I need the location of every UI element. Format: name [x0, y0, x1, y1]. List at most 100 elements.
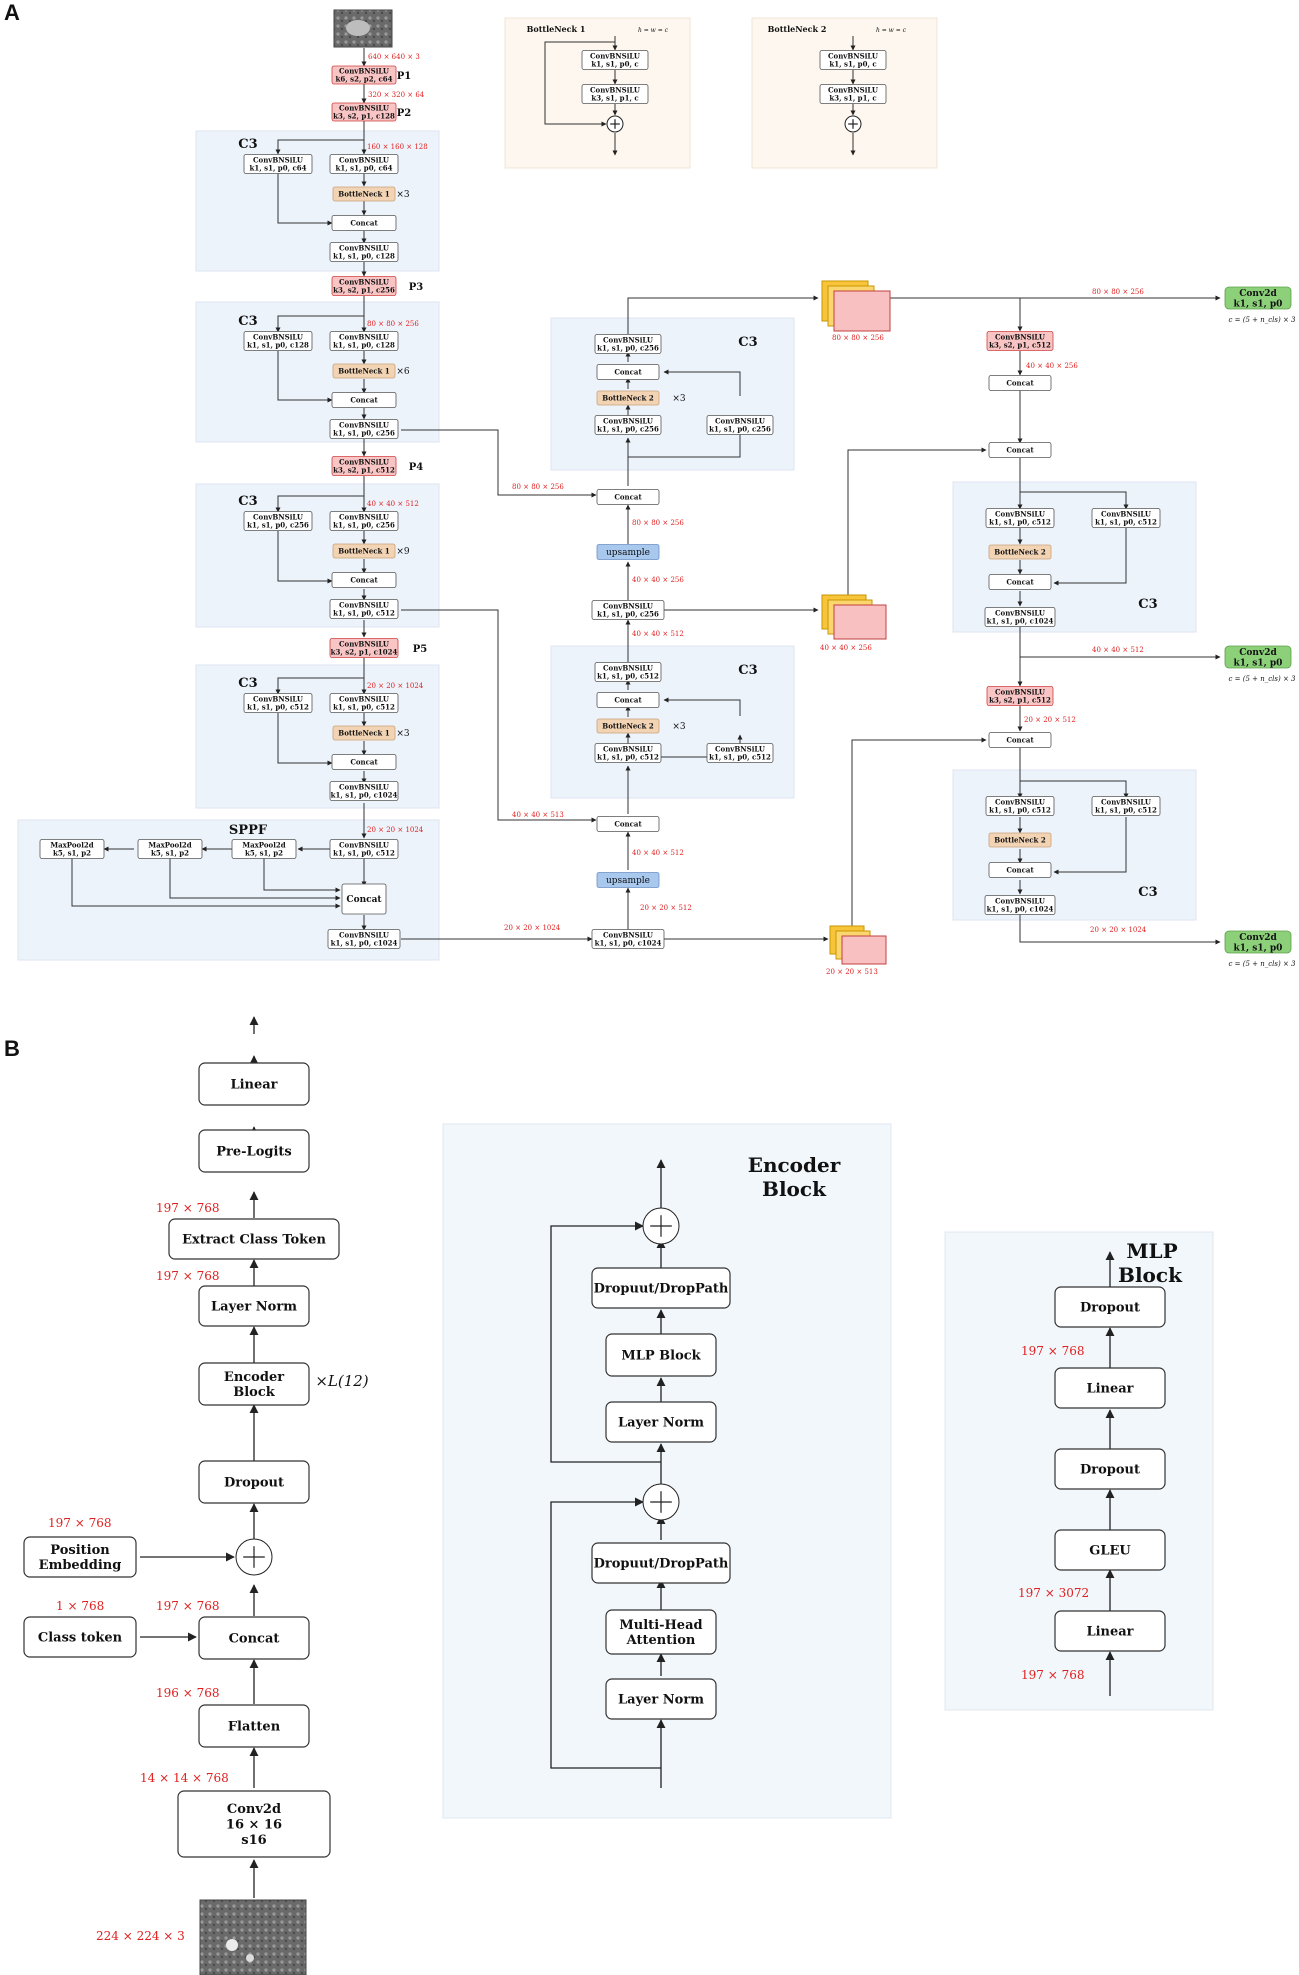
- encoder-multi-head-attention-frame: [605, 1609, 717, 1655]
- backbone-c3-3-bottleneck-frame: [332, 543, 396, 559]
- head-c3-a-out-conv-text: k1, s1, p0, c1024: [987, 617, 1054, 626]
- head-c3-a-left-conv-text: k1, s1, p0, c512: [989, 518, 1051, 527]
- backbone-c3-1-right-conv-frame: [329, 154, 399, 174]
- backbone-c3-3-left-conv-text: k1, s1, p0, c256: [247, 521, 309, 530]
- head-c3-a-right-conv-frame: [1091, 508, 1161, 528]
- bottleneck-2-conv1-text: k1, s1, p0, c: [829, 60, 876, 69]
- backbone-c3-3-out-conv-frame: [329, 599, 399, 619]
- panel-a-letter: A: [4, 0, 20, 25]
- sppf-concat: Concat: [341, 883, 387, 915]
- backbone-c3-1-concat-text: Concat: [350, 218, 378, 227]
- backbone-c3-4-concat-text: Concat: [350, 757, 378, 766]
- backbone-c3-2-bottleneck-text: BottleNeck 1: [338, 366, 390, 375]
- mlp-linear-2-frame: [1054, 1610, 1166, 1652]
- mlp-dropout-1-text: Dropout: [1080, 1301, 1140, 1316]
- neck-c3-mid-left-conv-text: k1, s1, p0, c512: [597, 753, 659, 762]
- encoder-multi-head-attention-text: Multi-Head: [619, 1618, 702, 1633]
- input-ct-image: [333, 9, 393, 48]
- sppf-maxpool-1-frame: [231, 839, 297, 859]
- bottleneck-1-conv2-text: k3, s1, p1, c: [591, 94, 638, 103]
- head-concat-1-frame: [988, 375, 1052, 391]
- neck-upsample-2-text: upsample: [606, 876, 650, 886]
- backbone-c3-4-right-conv-frame: [329, 693, 399, 713]
- sppf-in-conv-text: k1, s1, p0, c512: [333, 849, 395, 858]
- vit-flatten-frame: [198, 1704, 310, 1748]
- conv-p2-text: ConvBNSiLU: [339, 103, 389, 112]
- neck-concat-40: Concat: [596, 816, 660, 832]
- bottleneck-1-eq: h = w = c: [638, 27, 669, 34]
- backbone-c3-1-bottleneck: BottleNeck 1: [332, 186, 396, 202]
- backbone-c3-3-repeat: ×9: [396, 547, 410, 557]
- head-fmap-shape-80: 80 × 80 × 256: [832, 334, 884, 342]
- neck-c3-mid-right-conv-text: ConvBNSiLU: [715, 744, 765, 753]
- neck-shape-40-512: 40 × 40 × 512: [632, 630, 684, 638]
- neck-concat-40-frame: [596, 816, 660, 832]
- head-downsample-2-frame: [986, 686, 1054, 706]
- mlp-shape-hidden: 197 × 3072: [1018, 1586, 1089, 1600]
- neck-concat-80: Concat: [596, 489, 660, 505]
- neck-conv-256-frame: [591, 600, 665, 620]
- backbone-c3-1-bottleneck-text: BottleNeck 1: [338, 189, 390, 198]
- neck-c3-top-left-conv-frame: [594, 415, 662, 435]
- neck-c3-mid-concat-frame: [596, 692, 660, 708]
- neck-upsample-1: upsample: [596, 544, 660, 560]
- panel-b-letter: B: [4, 1036, 20, 1061]
- vit-layer-norm: Layer Norm: [198, 1285, 310, 1327]
- encoder-droppath-1: Dropuut/DropPath: [591, 1267, 731, 1309]
- backbone-c3-3-left-conv-frame: [243, 511, 313, 531]
- bottleneck-2-conv2-frame: [819, 84, 887, 104]
- vit-position-embedding-frame: [23, 1536, 137, 1578]
- vit-linear-text: Linear: [230, 1078, 277, 1093]
- mlp-dropout-2-frame: [1054, 1448, 1166, 1490]
- neck-c3-top-right-conv-text: k1, s1, p0, c256: [709, 425, 771, 434]
- neck-c3-mid-left-conv-text: ConvBNSiLU: [603, 744, 653, 753]
- head-c3-a-out-conv-frame: [984, 607, 1056, 627]
- backbone-c3-3-out-conv-text: k1, s1, p0, c512: [333, 609, 395, 618]
- neck-c3-mid-out-conv-text: ConvBNSiLU: [603, 663, 653, 672]
- encoder-droppath-2: Dropuut/DropPath: [591, 1542, 731, 1584]
- detect-head-2-eq: c = (5 + n_cls) × 3: [1229, 675, 1297, 683]
- encoder-layer-norm-2: Layer Norm: [605, 1678, 717, 1720]
- stage-label-p5: P5: [413, 644, 428, 655]
- backbone-c3-4-out-conv-text: ConvBNSiLU: [339, 782, 389, 791]
- backbone-c3-1-shape: 160 × 160 × 128: [367, 143, 428, 151]
- vit-pre-logits-frame: [198, 1129, 310, 1173]
- encoder-layer-norm-1-text: Layer Norm: [618, 1416, 704, 1431]
- encoder-mlp-block-text: MLP Block: [621, 1349, 701, 1364]
- vit-shape-layernorm: 197 × 768: [156, 1269, 220, 1283]
- feature-map-40: [821, 594, 887, 640]
- head-c3-a-concat-text: Concat: [1006, 577, 1034, 586]
- head-c3-b-left-conv-text: k1, s1, p0, c512: [989, 806, 1051, 815]
- head-c3-b-out-conv-text: ConvBNSiLU: [995, 896, 1045, 905]
- vit-concat: Concat: [198, 1616, 310, 1660]
- encoder-mlp-block: MLP Block: [605, 1333, 717, 1377]
- encoder-layer-norm-2-frame: [605, 1678, 717, 1720]
- neck-shape-20-1024: 20 × 20 × 1024: [504, 924, 561, 932]
- mlp-linear-2-text: Linear: [1086, 1625, 1133, 1640]
- vit-flatten: Flatten: [198, 1704, 310, 1748]
- head-downsample-2-text: k3, s2, p1, c512: [989, 696, 1051, 705]
- backbone-c3-1-bottleneck-frame: [332, 186, 396, 202]
- backbone-c3-2-out-conv-text: k1, s1, p0, c256: [333, 429, 395, 438]
- neck-c3-top-bottleneck-text: BottleNeck 2: [602, 393, 654, 402]
- bottleneck-1-add-icon: [606, 115, 624, 133]
- vit-encoder-repeat: ×L(12): [315, 1372, 368, 1390]
- conv-p4-frame: [331, 456, 397, 476]
- backbone-c3-1-right-conv-text: k1, s1, p0, c64: [336, 164, 393, 173]
- sppf-out-conv-text: k1, s1, p0, c1024: [331, 939, 398, 948]
